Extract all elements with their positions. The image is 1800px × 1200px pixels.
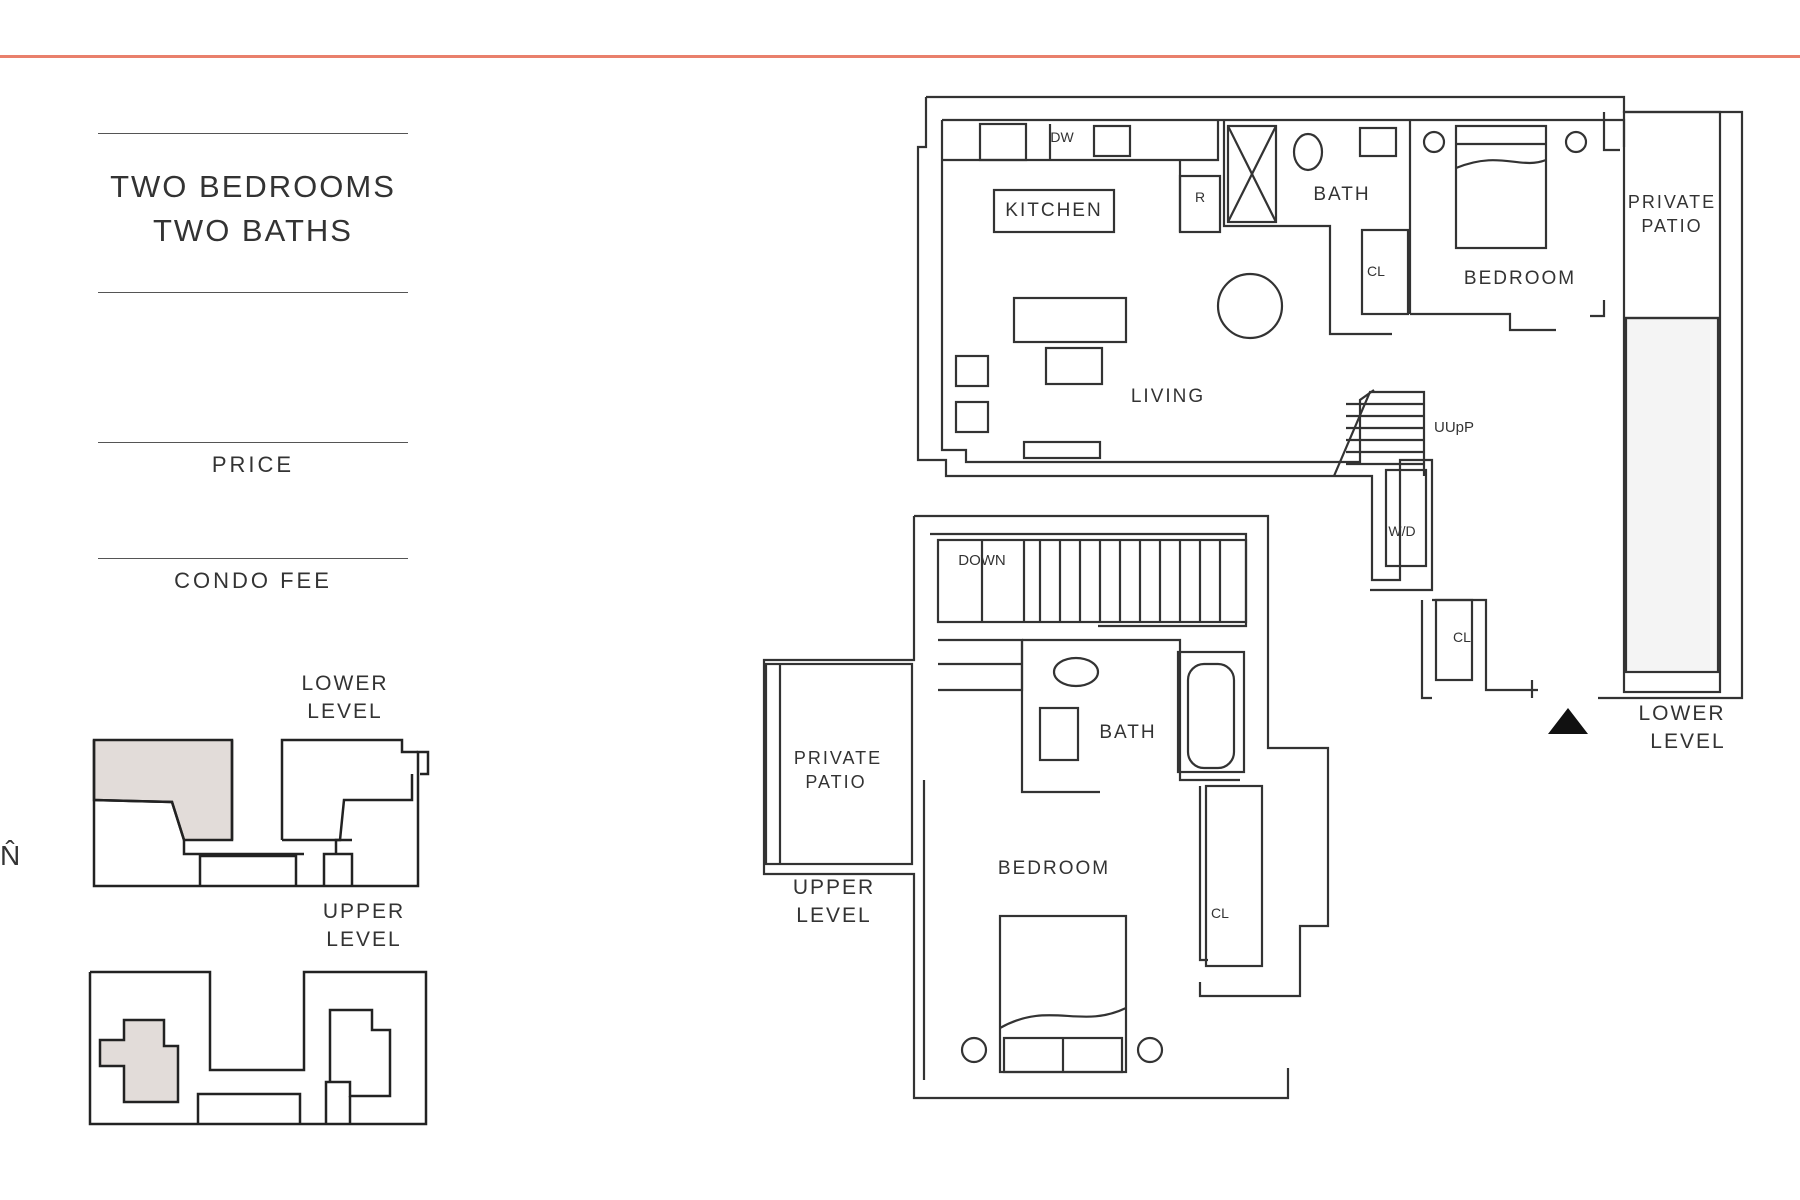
label-r: R <box>1195 189 1205 205</box>
label-up: UUpP <box>1434 419 1474 436</box>
room-bath-lower: BATH <box>1099 722 1156 743</box>
unit-type-heading: TWO BEDROOMS TWO BATHS <box>98 165 408 253</box>
divider-under-heading <box>98 292 408 293</box>
room-patio-upper-2: PATIO <box>1641 216 1702 236</box>
label-down: DOWN <box>958 552 1006 569</box>
condo-fee-label: CONDO FEE <box>174 568 332 593</box>
caption-right-line1: LOWER <box>1638 702 1725 725</box>
label-cl-upper: CL <box>1367 263 1385 279</box>
plan-labels: KITCHEN DW R BATH BEDROOM CL PRIVATE PAT… <box>793 129 1725 927</box>
room-patio-lower-1: PRIVATE <box>794 748 882 768</box>
keyplan-upper-level-label: UPPER LEVEL <box>309 898 419 954</box>
label-cl-lower: CL <box>1211 905 1229 921</box>
caption-left-line2: LEVEL <box>796 904 871 927</box>
label-dw: DW <box>1050 129 1074 145</box>
caption-left-line1: UPPER <box>793 876 875 899</box>
divider-top <box>98 133 408 134</box>
north-arrow-icon: N̂ <box>0 840 21 871</box>
keyplan-upper-line1: UPPER <box>322 900 406 923</box>
top-accent-rule <box>0 55 1800 58</box>
keyplan-lower <box>92 738 430 888</box>
room-patio-upper-1: PRIVATE <box>1628 192 1716 212</box>
divider-price <box>98 442 408 443</box>
room-living: LIVING <box>1131 386 1205 407</box>
divider-condo-fee <box>98 558 408 559</box>
room-bedroom-upper: BEDROOM <box>1464 268 1576 289</box>
room-patio-lower-2: PATIO <box>805 772 866 792</box>
room-kitchen: KITCHEN <box>1005 200 1102 221</box>
keyplan-lower-line2: LEVEL <box>307 700 383 723</box>
price-label: PRICE <box>211 452 295 477</box>
keyplan-upper-highlight <box>98 1018 180 1104</box>
plan-left-unit <box>762 514 1330 1100</box>
unit-type-line1: TWO BEDROOMS <box>110 169 396 204</box>
entry-arrow-icon <box>1548 708 1588 734</box>
room-bath-upper: BATH <box>1313 184 1370 205</box>
room-bedroom-lower: BEDROOM <box>998 858 1110 879</box>
keyplan-upper <box>88 970 428 1126</box>
keyplan-upper-line2: LEVEL <box>326 928 402 951</box>
keyplan-lower-line1: LOWER <box>301 672 389 695</box>
label-wd: W/D <box>1388 523 1415 539</box>
caption-right-line2: LEVEL <box>1650 730 1725 753</box>
keyplan-lower-highlight <box>92 738 234 842</box>
unit-type-line2: TWO BATHS <box>153 213 353 248</box>
plan-right-unit <box>916 95 1744 700</box>
keyplan-lower-level-label: LOWER LEVEL <box>290 670 400 726</box>
label-cl-upper-2: CL <box>1453 629 1471 645</box>
